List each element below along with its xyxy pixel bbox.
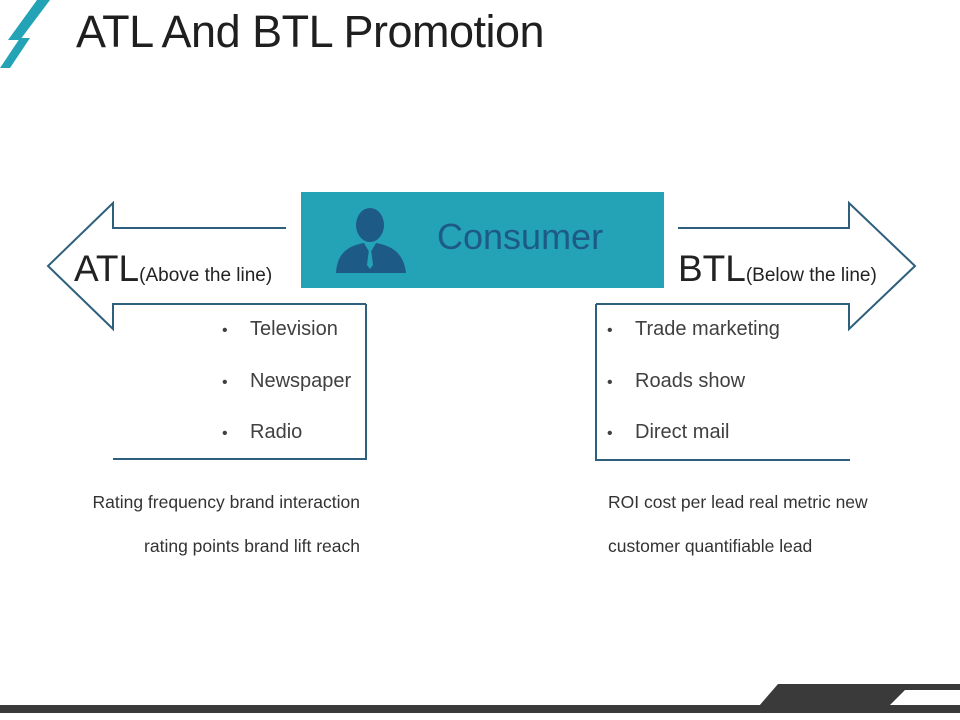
btl-full-label: (Below the line) bbox=[745, 265, 877, 286]
atl-description-line: Rating frequency brand interaction bbox=[92, 492, 360, 512]
bullet-icon: • bbox=[607, 374, 613, 391]
slide-title: ATL And BTL Promotion bbox=[76, 6, 545, 57]
atl-list-item: •Television bbox=[222, 317, 338, 343]
btl-abbr: BTL bbox=[678, 248, 746, 289]
btl-list-item: •Direct mail bbox=[607, 420, 729, 446]
bullet-icon: • bbox=[222, 425, 228, 442]
atl-arrow-outline bbox=[46, 200, 366, 332]
btl-description-line: customer quantifiable lead bbox=[608, 536, 813, 556]
footer-bar bbox=[0, 705, 960, 713]
businessman-icon bbox=[336, 208, 406, 273]
atl-list-item: •Radio bbox=[222, 420, 302, 446]
btl-list-item: •Trade marketing bbox=[607, 317, 780, 343]
bullet-icon: • bbox=[607, 322, 613, 339]
bullet-icon: • bbox=[607, 425, 613, 442]
atl-abbr: ATL bbox=[74, 248, 140, 289]
bullet-icon: • bbox=[222, 322, 228, 339]
atl-full-label: (Above the line) bbox=[139, 265, 273, 286]
btl-arrow-outline bbox=[596, 200, 917, 332]
atl-list-item: •Newspaper bbox=[222, 369, 351, 395]
btl-heading: BTL(Below the line) bbox=[678, 249, 877, 289]
footer-bar-right bbox=[880, 705, 960, 713]
bullet-icon: • bbox=[222, 374, 228, 391]
corner-accent-stripe bbox=[8, 0, 50, 40]
corner-accent-stripe bbox=[0, 38, 30, 68]
atl-heading: ATL(Above the line) bbox=[74, 249, 272, 289]
consumer-label: Consumer bbox=[437, 216, 604, 257]
btl-description-line: ROI cost per lead real metric new bbox=[608, 492, 868, 512]
atl-description-line: rating points brand lift reach bbox=[144, 536, 360, 556]
btl-list-item: •Roads show bbox=[607, 369, 745, 395]
atl-list-bracket bbox=[113, 304, 367, 460]
btl-list-bracket bbox=[595, 304, 850, 461]
